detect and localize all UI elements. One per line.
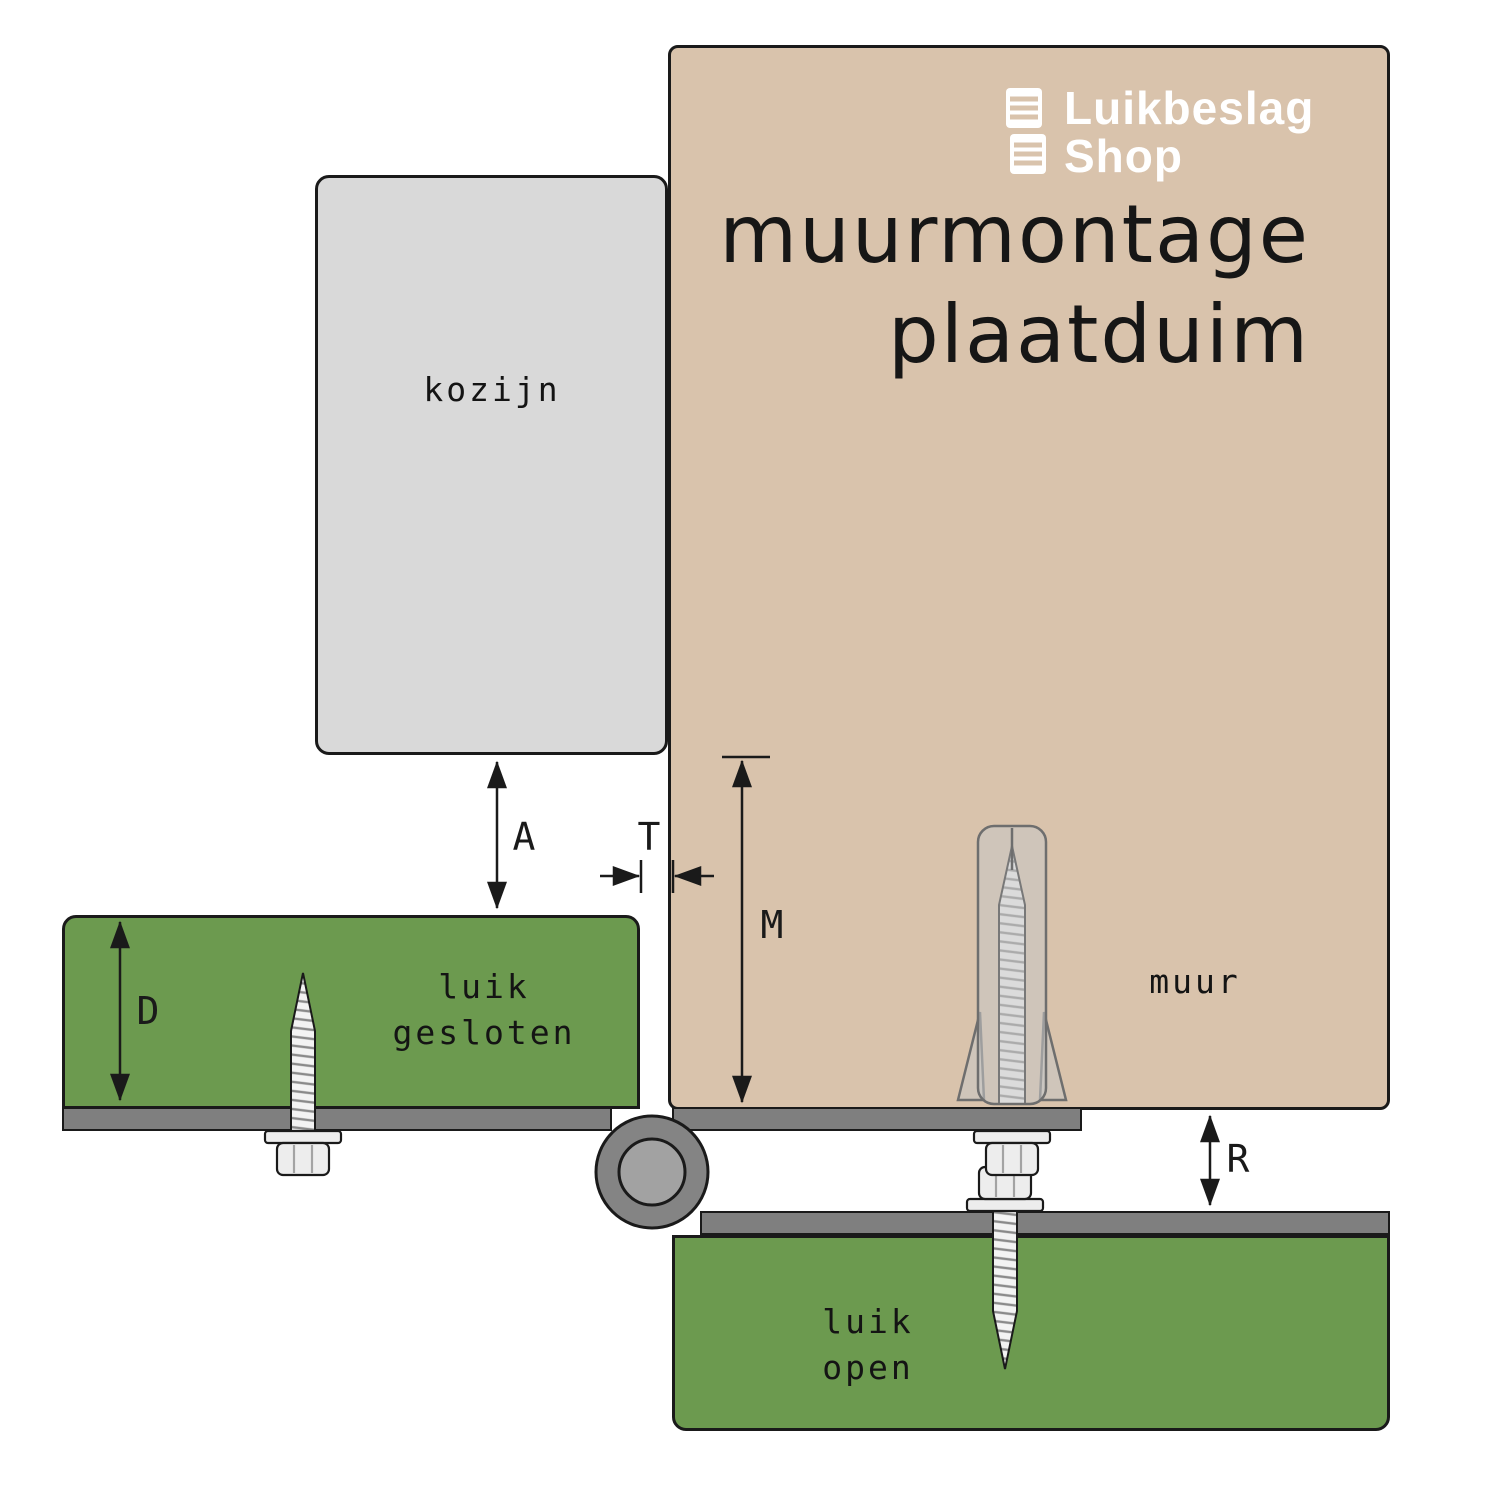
diagram-title: muurmontage plaatduim — [719, 185, 1310, 385]
hinge-logo-icon — [1006, 88, 1046, 175]
label-luik-gesloten-line1: luik — [438, 966, 530, 1006]
logo-text-top: Luikbeslag — [1064, 82, 1315, 134]
hinge-knuckle-outer — [594, 1114, 710, 1230]
hinge-plate-closed — [62, 1107, 612, 1131]
label-luik-open-line2: open — [822, 1348, 914, 1387]
label-luik-open-line1: luik — [822, 1301, 914, 1341]
hinge-plate-open — [700, 1211, 1390, 1235]
label-luik-open: luik open — [822, 1299, 913, 1391]
hinge-knuckle — [594, 1114, 710, 1230]
title-line-1: muurmontage — [719, 188, 1310, 281]
label-muur: muur — [1149, 961, 1241, 1001]
plug-screw-head — [972, 1129, 1052, 1177]
label-luik-gesloten-line2: gesloten — [392, 1013, 576, 1052]
label-luik-gesloten: luik gesloten — [393, 964, 576, 1056]
logo-text: Luikbeslag Shop — [1064, 84, 1314, 181]
dim-label-r: R — [1227, 1137, 1250, 1181]
label-kozijn: kozijn — [423, 369, 561, 409]
shutter-closed — [62, 915, 640, 1109]
frame-kozijn — [315, 175, 668, 755]
title-line-2: plaatduim — [887, 288, 1310, 381]
logo: Luikbeslag Shop — [1004, 84, 1314, 181]
dim-label-a: A — [513, 815, 536, 859]
logo-text-bottom: Shop — [1064, 130, 1183, 183]
hinge-pin-icon — [617, 1137, 687, 1207]
hinge-plate-wall — [672, 1107, 1082, 1131]
dim-label-t: T — [638, 815, 661, 859]
shutter-open — [672, 1235, 1390, 1431]
